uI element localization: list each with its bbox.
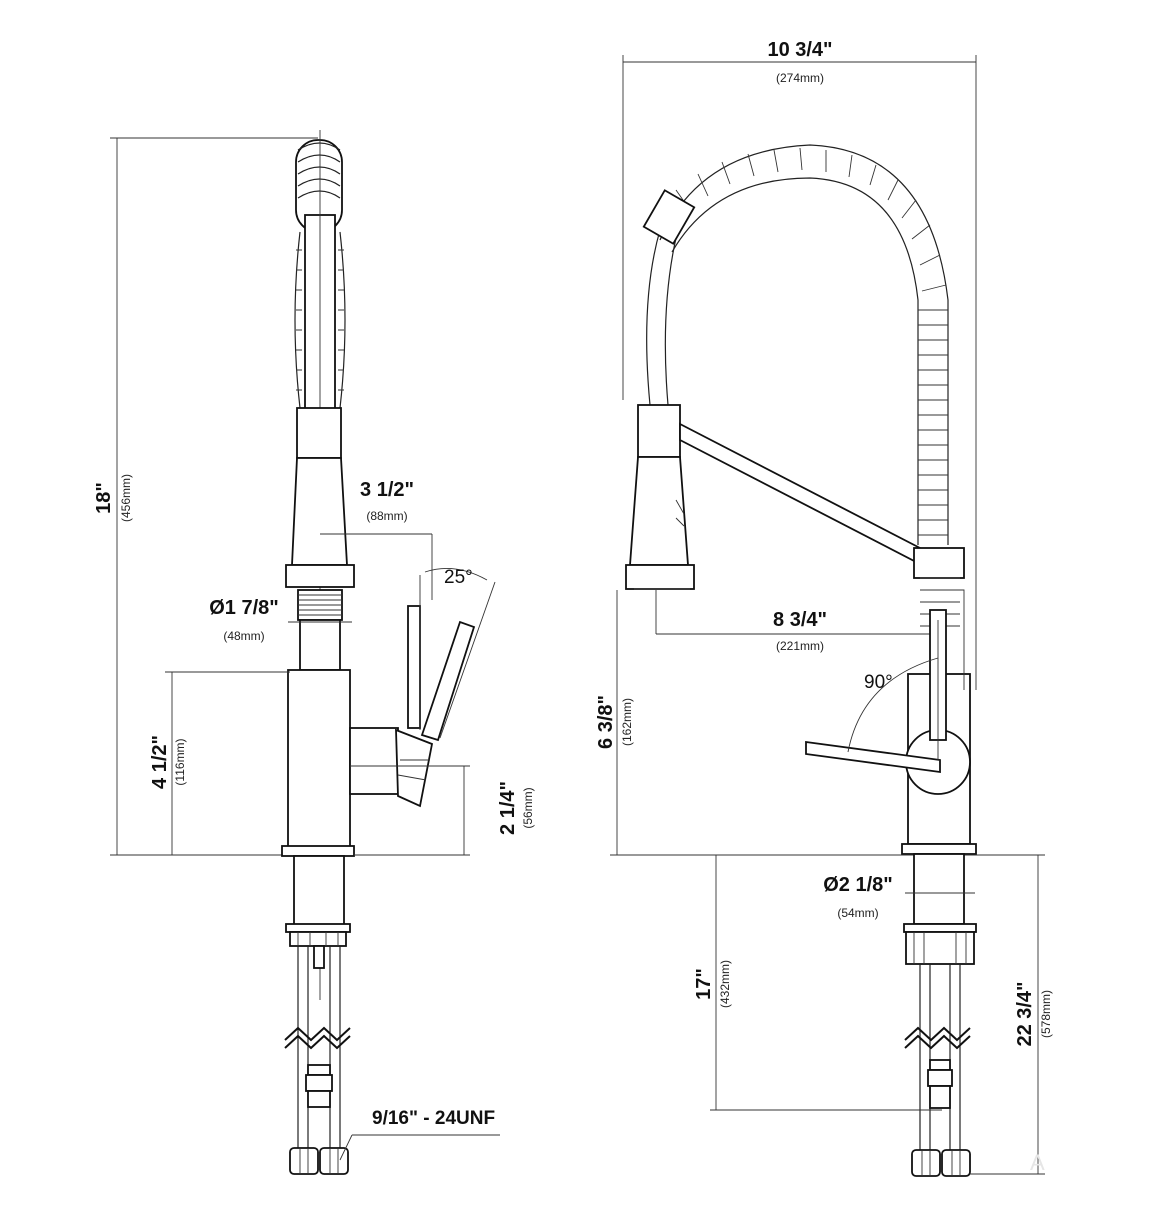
- right-shank: [903, 853, 977, 1177]
- right-main-body: [805, 589, 977, 855]
- left-shank: [284, 855, 351, 1175]
- spout-reach-sub: (221mm): [776, 639, 824, 653]
- shank-dia-sub: (54mm): [837, 906, 878, 920]
- left-sprayer-head: [285, 407, 355, 588]
- height-main: 18": [93, 482, 115, 514]
- spout-reach-main: 8 3/4": [773, 609, 827, 631]
- handle-height-main: 2 1/4": [497, 781, 519, 835]
- left-threaded-neck: [297, 589, 343, 671]
- left-spring-coil: [294, 139, 346, 409]
- left-dimension-labels: 18" (456mm) 3 1/2" (88mm) 25° Ø1 7/8" (4…: [93, 474, 535, 1129]
- hose-length-main: 17": [693, 968, 715, 1000]
- total-length-sub: (578mm): [1039, 990, 1053, 1038]
- right-spring-coil: [659, 144, 949, 545]
- watermark: A: [1030, 1150, 1045, 1175]
- handle-angle-left: 25°: [444, 567, 473, 588]
- reach-main: 3 1/2": [360, 479, 414, 501]
- body-height-main: 4 1/2": [149, 735, 171, 789]
- right-dimension-labels: 10 3/4" (274mm) 8 3/4" (221mm) 90° 6 3/8…: [595, 39, 1053, 1175]
- left-main-body: [281, 605, 476, 857]
- left-faucet-side-view: [110, 130, 500, 1175]
- width-sub: (274mm): [776, 71, 824, 85]
- hose-length-sub: (432mm): [718, 960, 732, 1008]
- shank-dia-main: Ø2 1/8": [823, 874, 893, 896]
- spray-height-main: 6 3/8": [595, 695, 617, 749]
- thread-label: 9/16" - 24UNF: [372, 1108, 495, 1129]
- handle-height-sub: (56mm): [521, 787, 535, 828]
- right-sprayer-head: [625, 404, 695, 590]
- base-dia-sub: (48mm): [223, 629, 264, 643]
- right-faucet-front-view: [610, 55, 1045, 1177]
- body-height-sub: (116mm): [173, 738, 187, 785]
- base-dia-main: Ø1 7/8": [209, 597, 279, 619]
- reach-sub: (88mm): [366, 509, 407, 523]
- spray-height-sub: (162mm): [620, 698, 634, 746]
- height-sub: (456mm): [119, 474, 133, 522]
- handle-angle-right: 90°: [864, 672, 893, 693]
- total-length-main: 22 3/4": [1014, 981, 1036, 1046]
- width-main: 10 3/4": [767, 39, 832, 61]
